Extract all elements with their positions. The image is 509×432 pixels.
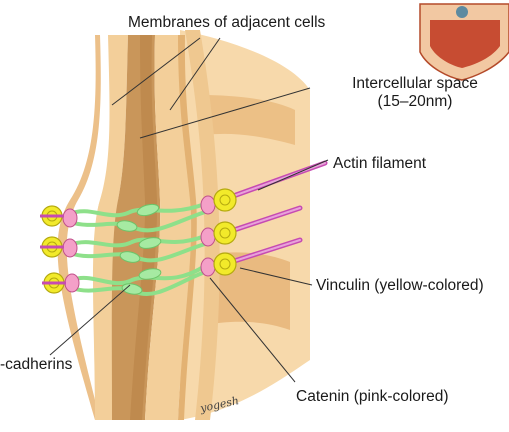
catenin-label: Catenin (pink-colored): [296, 388, 449, 405]
intercellular-space-title: Intercellular space: [352, 75, 478, 92]
right-plaques: [200, 188, 237, 277]
vinculin-label: Vinculin (yellow-colored): [316, 277, 484, 294]
leader-lines: [49, 37, 329, 383]
cadherins-label: -cadherins: [0, 356, 73, 373]
cadherin-domains: [116, 203, 162, 295]
intercellular-space-size: (15–20nm): [377, 93, 453, 110]
membranes-label: Membranes of adjacent cells: [128, 14, 326, 31]
actin-filaments: [222, 160, 328, 267]
membrane-columns: [92, 35, 197, 420]
shield-logo-icon: [419, 3, 509, 81]
left-plaques: [40, 205, 80, 294]
intercellular-space-label: Intercellular space (15–20nm): [330, 75, 500, 111]
actin-filament-label: Actin filament: [333, 155, 427, 172]
